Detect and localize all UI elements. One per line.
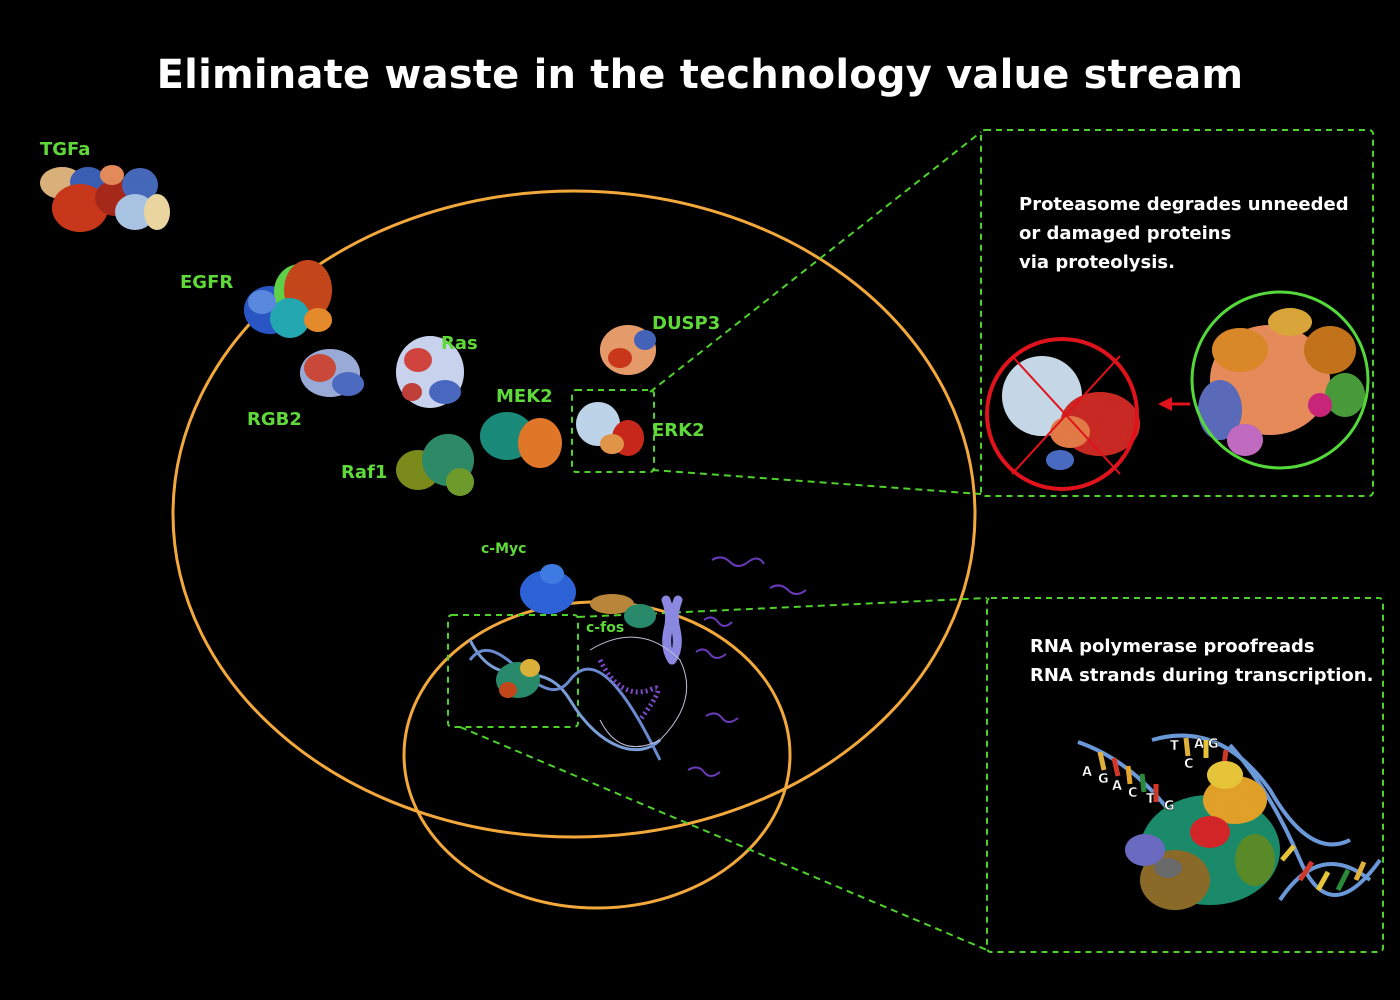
base-letter: G: [1098, 772, 1109, 787]
ras-protein: [396, 336, 464, 408]
base-letter: C: [1184, 757, 1194, 772]
base-letter: G: [1164, 799, 1175, 814]
chromosome-icon: [661, 595, 683, 665]
label-egfr: EGFR: [180, 272, 234, 293]
label-cmyc: c-Myc: [481, 541, 527, 557]
tgfa-protein: [40, 165, 170, 232]
zoom-line-top-2: [577, 597, 988, 618]
zoom-line-top: [649, 131, 982, 393]
callout-polymerase-protein: [1125, 761, 1280, 910]
label-cfos: c-fos: [586, 620, 625, 636]
base-letter: G: [1208, 737, 1219, 752]
dusp3-protein: [600, 325, 656, 375]
dna-base-letters: A G A C T G T C A G: [1082, 737, 1219, 815]
page-title: Eliminate waste in the technology value …: [156, 52, 1244, 98]
callout-line: Proteasome degrades unneeded: [1019, 194, 1349, 215]
outer-cell-circle: [171, 189, 977, 839]
callout-line: or damaged proteins: [1019, 223, 1232, 244]
raf1-protein: [396, 434, 474, 496]
polymerase-callout-text: RNA polymerase proofreads RNA strands du…: [1030, 632, 1373, 690]
callout-dna-helix: [1077, 733, 1382, 902]
reject-circle: [985, 337, 1139, 491]
erk2-zoom-box: [571, 389, 655, 473]
damaged-protein: [1002, 356, 1140, 470]
callout-line: RNA polymerase proofreads: [1030, 636, 1315, 657]
base-letter: A: [1112, 779, 1122, 794]
base-letter: T: [1146, 792, 1155, 807]
base-letter: T: [1170, 739, 1179, 754]
reject-cross-2: [1011, 355, 1121, 475]
nucleus-polymerase: [496, 659, 540, 698]
zoom-line-bottom: [651, 469, 982, 495]
base-letter: A: [1194, 737, 1204, 752]
proteasome-protein: [1198, 308, 1365, 456]
label-mek2: MEK2: [496, 386, 553, 407]
accept-circle: [1190, 290, 1370, 470]
base-letter: C: [1128, 786, 1138, 801]
erk2-protein: [576, 402, 644, 456]
base-letter: A: [1082, 765, 1092, 780]
callout-line: RNA strands during transcription.: [1030, 665, 1374, 686]
mek2-protein: [480, 412, 562, 468]
polymerase-callout-box: [986, 597, 1384, 953]
cfos-protein: [590, 594, 656, 628]
nucleus-circle: [402, 600, 792, 910]
label-erk2: ERK2: [652, 420, 705, 441]
arrow-icon: [1158, 397, 1190, 411]
mrna-strands: [687, 556, 807, 777]
callout-line: via proteolysis.: [1019, 252, 1175, 273]
zoom-line-bottom-2: [459, 726, 988, 951]
label-rgb2: RGB2: [247, 409, 302, 430]
proteasome-callout-box: [980, 129, 1374, 497]
cmyc-protein: [520, 564, 576, 614]
proteasome-callout-text: Proteasome degrades unneeded or damaged …: [1019, 190, 1349, 277]
egfr-protein: [244, 260, 332, 338]
label-dusp3: DUSP3: [652, 313, 721, 334]
label-raf1: Raf1: [341, 462, 388, 483]
label-tgfa: TGFa: [40, 139, 91, 160]
label-ras: Ras: [441, 333, 478, 354]
rgb2-protein: [300, 349, 364, 397]
nucleus-dna-helix: [468, 636, 688, 761]
